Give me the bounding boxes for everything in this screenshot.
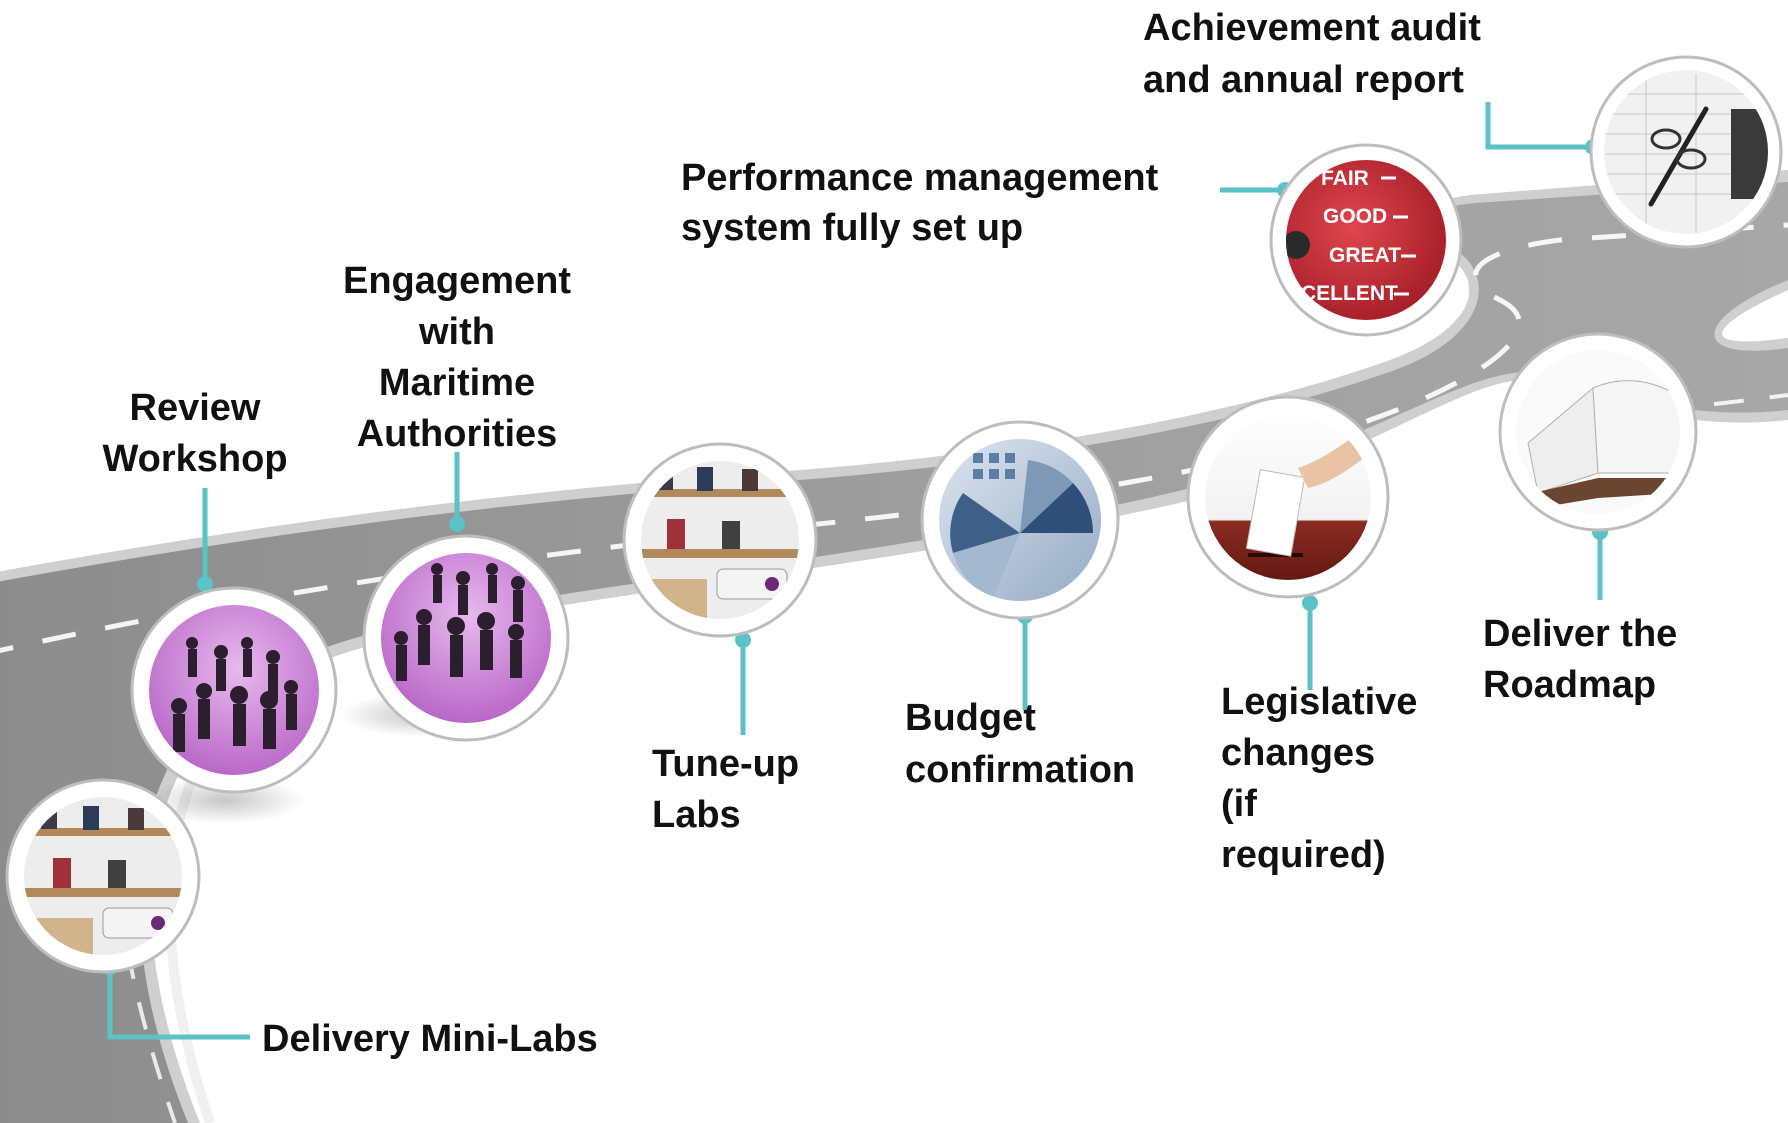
label-engagement-line3: Maritime [379, 362, 535, 404]
legislative-changes-photo [1186, 395, 1390, 599]
label-budget-line1: Budget [905, 697, 1036, 739]
label-legislative-line4: required) [1221, 834, 1386, 876]
label-engagement-line1: Engagement [343, 260, 571, 302]
engagement-photo [362, 534, 570, 742]
label-deliver-roadmap-line2: Roadmap [1483, 664, 1656, 706]
label-achievement-line2: and annual report [1143, 59, 1464, 101]
label-engagement-line4: Authorities [357, 413, 558, 455]
label-budget-line2: confirmation [905, 749, 1135, 791]
gauge-word-great: GREAT [1329, 244, 1401, 267]
label-engagement-line2: with [418, 311, 495, 353]
review-workshop-photo [130, 586, 338, 794]
performance-management-photo: FAIR GOOD GREAT CELLENT [1269, 143, 1463, 337]
achievement-audit-photo [1589, 55, 1783, 249]
label-performance-line1: Performance management [681, 157, 1159, 199]
connector-lines [107, 102, 1603, 1040]
label-legislative-line2: changes [1221, 732, 1375, 774]
label-tune-up-labs-line2: Labs [652, 794, 741, 836]
gauge-word-excellent: CELLENT [1301, 282, 1398, 305]
label-achievement-line1: Achievement audit [1143, 7, 1481, 49]
label-legislative-line3: (if [1221, 783, 1257, 825]
label-tune-up-labs-line1: Tune-up [652, 743, 799, 785]
tune-up-labs-photo [622, 442, 818, 638]
label-review-workshop-line2: Workshop [102, 438, 287, 480]
delivery-mini-labs-photo [5, 778, 201, 974]
gauge-word-fair: FAIR [1321, 167, 1369, 190]
label-performance-line2: system fully set up [681, 207, 1023, 249]
deliver-roadmap-photo [1498, 332, 1698, 532]
label-review-workshop-line1: Review [130, 387, 261, 429]
label-legislative-line1: Legislative [1221, 681, 1417, 723]
label-delivery-mini-labs: Delivery Mini-Labs [262, 1018, 598, 1060]
label-deliver-roadmap-line1: Deliver the [1483, 613, 1677, 655]
budget-confirmation-photo [920, 420, 1120, 620]
gauge-word-good: GOOD [1323, 205, 1387, 228]
